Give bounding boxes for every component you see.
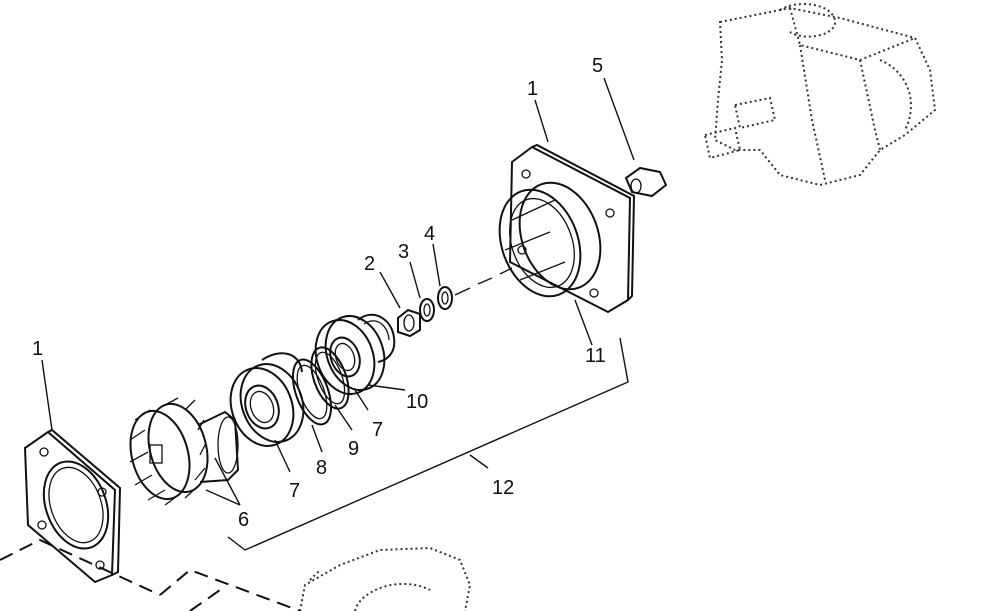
flange-plate-left <box>23 428 122 584</box>
pump-housing-outline <box>703 3 937 187</box>
callout-2: 2 <box>364 253 375 275</box>
gear-shaft <box>129 397 240 506</box>
callout-11: 11 <box>585 345 606 367</box>
callout-1-left: 1 <box>32 338 43 360</box>
callout-9: 9 <box>348 438 359 460</box>
callout-4: 4 <box>424 223 435 245</box>
flange-housing-right <box>498 143 636 314</box>
washer-3 <box>419 298 435 322</box>
callout-6: 6 <box>238 509 249 531</box>
hex-plug-5 <box>624 166 668 198</box>
callout-3: 3 <box>398 241 409 263</box>
callout-7-left: 7 <box>289 480 300 502</box>
callout-8: 8 <box>316 457 327 479</box>
callout-5: 5 <box>592 55 603 77</box>
lower-housing-outline <box>299 546 472 611</box>
center-axis-line <box>454 267 513 296</box>
dashed-reference-lines <box>0 538 301 611</box>
callout-12: 12 <box>492 477 514 499</box>
nut-2 <box>397 308 421 338</box>
callout-1-right: 1 <box>527 78 538 100</box>
callout-7-right: 7 <box>372 419 383 441</box>
callout-10: 10 <box>406 391 428 413</box>
bearing-right <box>314 315 386 395</box>
retaining-ring-10 <box>357 313 396 363</box>
washer-4 <box>437 286 453 310</box>
retaining-ring-8 <box>261 352 333 426</box>
leader-lines <box>41 77 635 551</box>
